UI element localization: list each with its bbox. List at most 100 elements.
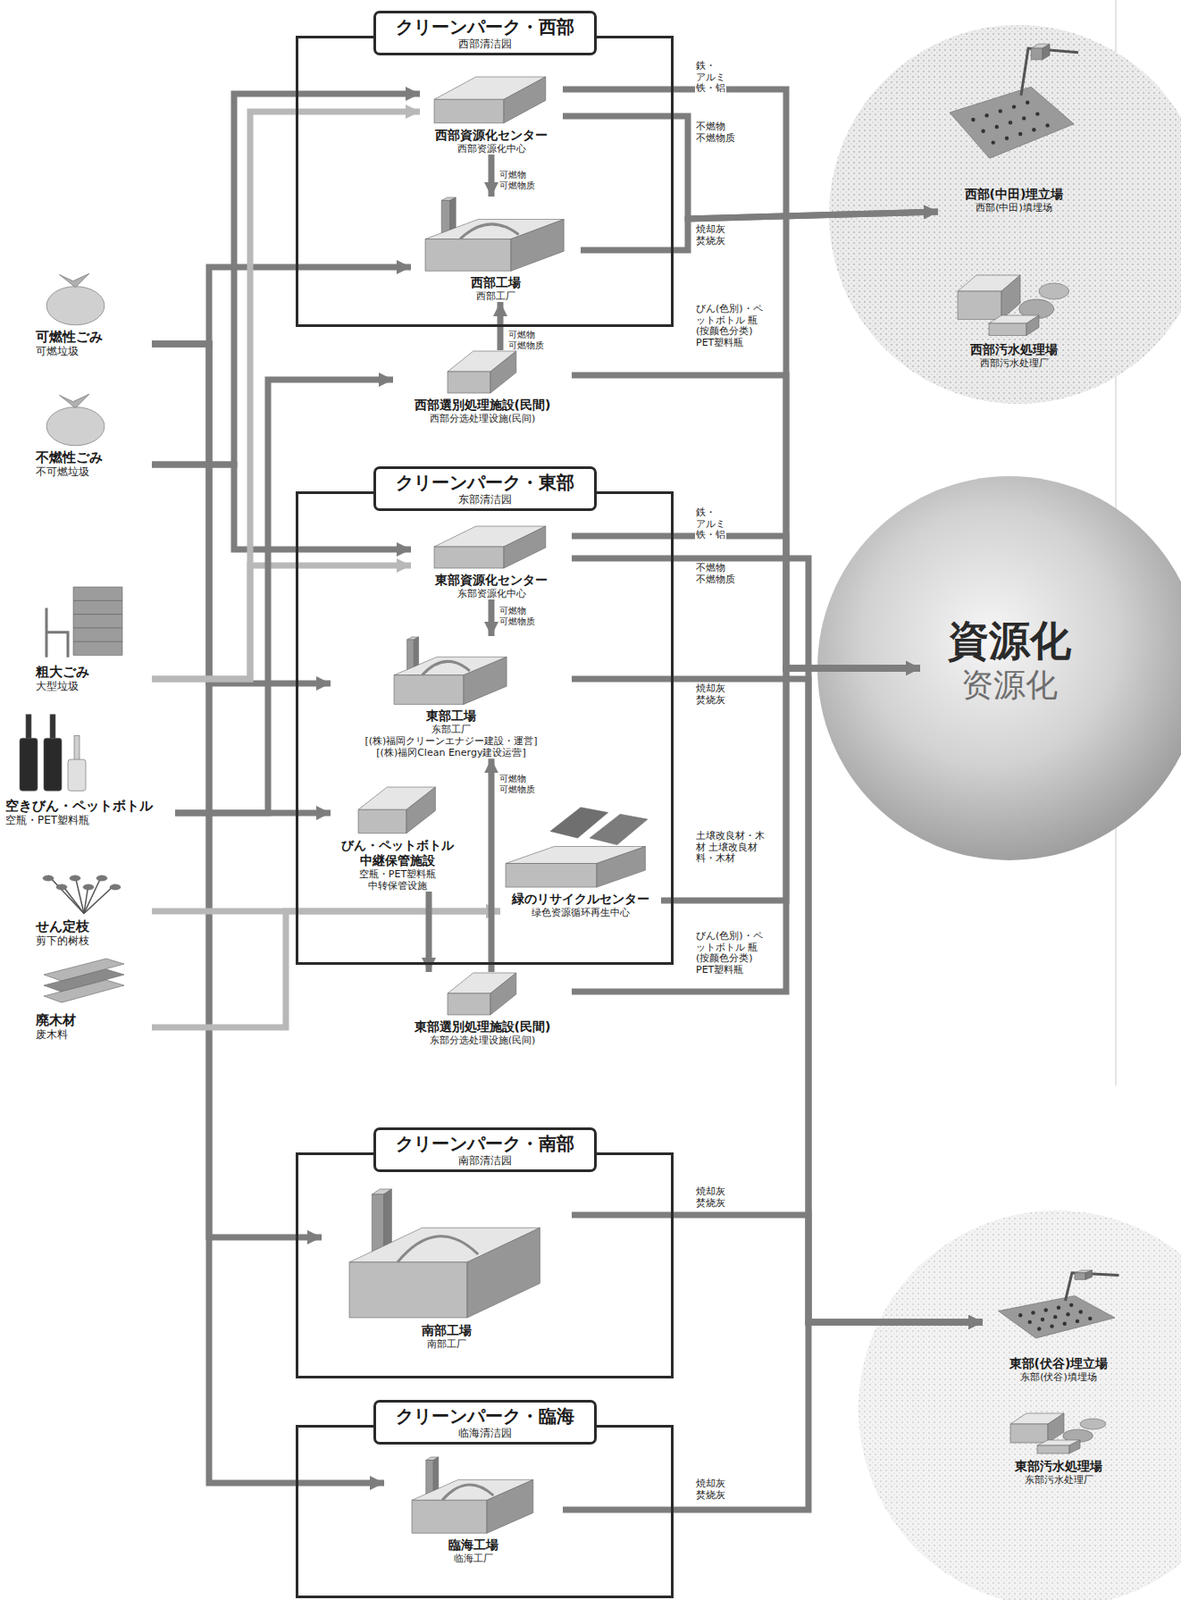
park-heading-box: クリーンパーク・南部南部清洁园 [373,1127,597,1173]
destination: 東部汚水処理場东部污水处理厂 [982,1402,1135,1486]
node-subtitle: 东部资源化中心 [410,587,572,600]
flow-label: 焼却灰 焚烧灰 [695,224,727,247]
drawing-part [995,125,999,129]
node-subtitle: 东部分选处理设施(民间) [393,1034,572,1047]
drawing-part [1037,1445,1070,1454]
facility: 東部資源化センター东部资源化中心 [410,525,572,600]
drawing-part [998,1270,1120,1339]
drawing-part [503,76,546,124]
flow-label: 鉄・アルミ 铁・铝 [695,60,727,95]
drawing-part [1012,104,1016,109]
flow-arrow [562,116,939,219]
node-title: 東部工場 [330,708,572,724]
flow-arrow [488,599,495,637]
node-subtitle: 资源化 [920,665,1099,704]
drawing-part [25,714,32,741]
flow-arrow [571,678,983,1323]
node-subtitle: 西部资源化中心 [419,142,563,155]
drawing-part [73,641,123,643]
drawing-part [503,526,546,569]
drawing-part [949,86,1074,159]
facility: 緑のリサイクルセンター绿色资源循环再生中心 [500,804,662,919]
drawing-part [1005,136,1009,141]
drawing-part [73,600,123,602]
illustration [446,971,519,1017]
node-subtitle: 南部工厂 [321,1338,572,1350]
waste-source: 空きびん・ペットボトル空瓶・PET塑料瓶 [5,710,176,827]
drawing-part [59,273,90,288]
waste-source: せん定枝剪下的树枝 [35,871,152,947]
flow-arrow [661,668,921,901]
drawing-part [46,608,68,658]
drawing-part [67,759,86,791]
drawing-part [1042,43,1050,60]
waste-source: 廃木材废木料 [35,955,152,1041]
drawing-part [434,546,504,569]
node-title: びん・ペットボトル 中継保管施設 [330,837,465,869]
drawing-part [1045,123,1049,127]
drawing-part [1056,1306,1061,1310]
flow-arrow [580,211,939,251]
flow-label: 土壌改良材・木材 土壌改良材料・木材 [695,830,769,865]
illustration [942,41,1086,185]
drawing-part [957,291,1002,320]
flow-label: 可燃物 可燃物质 [498,605,537,627]
drawing-part [411,1499,487,1533]
node-title: 緑のリサイクルセンター [500,891,662,907]
facility: 東部工場东部工厂[(株)福岡クリーンエナジー建設・運営][(株)福冈Clean … [330,636,572,759]
node-title: クリーンパーク・西部 [395,16,575,38]
drawing-part [1035,111,1039,116]
facility: 臨海工場临海工厂 [384,1456,563,1565]
drawing-part [434,526,546,569]
facility: 西部資源化センター西部资源化中心 [419,75,563,155]
flow-label: 可燃物 可燃物质 [507,329,545,351]
flow-arrow [488,758,495,972]
node-subtitle: 可燃垃圾 [35,344,152,358]
drawing-part [1049,1323,1054,1328]
drawing-part [1031,127,1036,132]
node-title: 南部工場 [321,1323,572,1339]
drawing-part [46,286,105,326]
drawing-part [486,1479,534,1533]
waste-source: 不燃性ごみ不可燃垃圾 [35,393,152,478]
illustration [348,1188,545,1321]
drawing-part [46,393,105,446]
node-subtitle: 空瓶・PET塑料瓶 中转保管设施 [330,868,465,892]
park-heading-box: クリーンパーク・西部西部清洁园 [373,10,597,56]
flow-arrow [488,154,495,197]
drawing-part [1063,1322,1067,1326]
illustration [433,525,550,570]
node-subtitle: 临海工厂 [384,1552,563,1565]
node-subtitle: [(株)福冈Clean Energy建设运营] [330,746,572,759]
node-title: 西部(中田)埋立場 [938,186,1090,202]
facility: 西部工場西部工厂 [410,196,581,302]
drawing-part [984,113,989,118]
east-destination-circle [858,1210,1181,1600]
drawing-part [1028,1320,1032,1324]
flow-label: 不燃物 不燃物质 [695,121,737,144]
node-subtitle: 西部清洁园 [395,37,575,51]
waste-source: 粗大ごみ大型垃圾 [35,585,152,693]
node-subtitle: 绿色资源循环再生中心 [500,906,662,919]
node-subtitle: 东部清洁园 [395,493,575,506]
flow-label: 焼却灰 焚烧灰 [695,1478,727,1501]
drawing-part [1010,1413,1106,1454]
waste-source: 可燃性ごみ可燃垃圾 [35,272,152,358]
drawing-part [358,809,407,833]
flow-arrow [151,464,411,550]
node-title: 西部選別処理施設(民間) [393,397,572,413]
flow-arrow [151,111,420,679]
node-title: 資源化 [920,616,1099,666]
east-destination-texture [858,1210,1181,1600]
illustration [393,636,510,706]
drawing-part [1069,1303,1073,1307]
drawing-part [109,884,121,890]
illustration [424,196,568,273]
drawing-part [73,627,123,629]
drawing-part [422,661,470,675]
drawing-part [393,636,507,704]
flow-label: 可燃物 可燃物质 [498,169,537,191]
node-title: 東部汚水処理場 [982,1458,1135,1475]
